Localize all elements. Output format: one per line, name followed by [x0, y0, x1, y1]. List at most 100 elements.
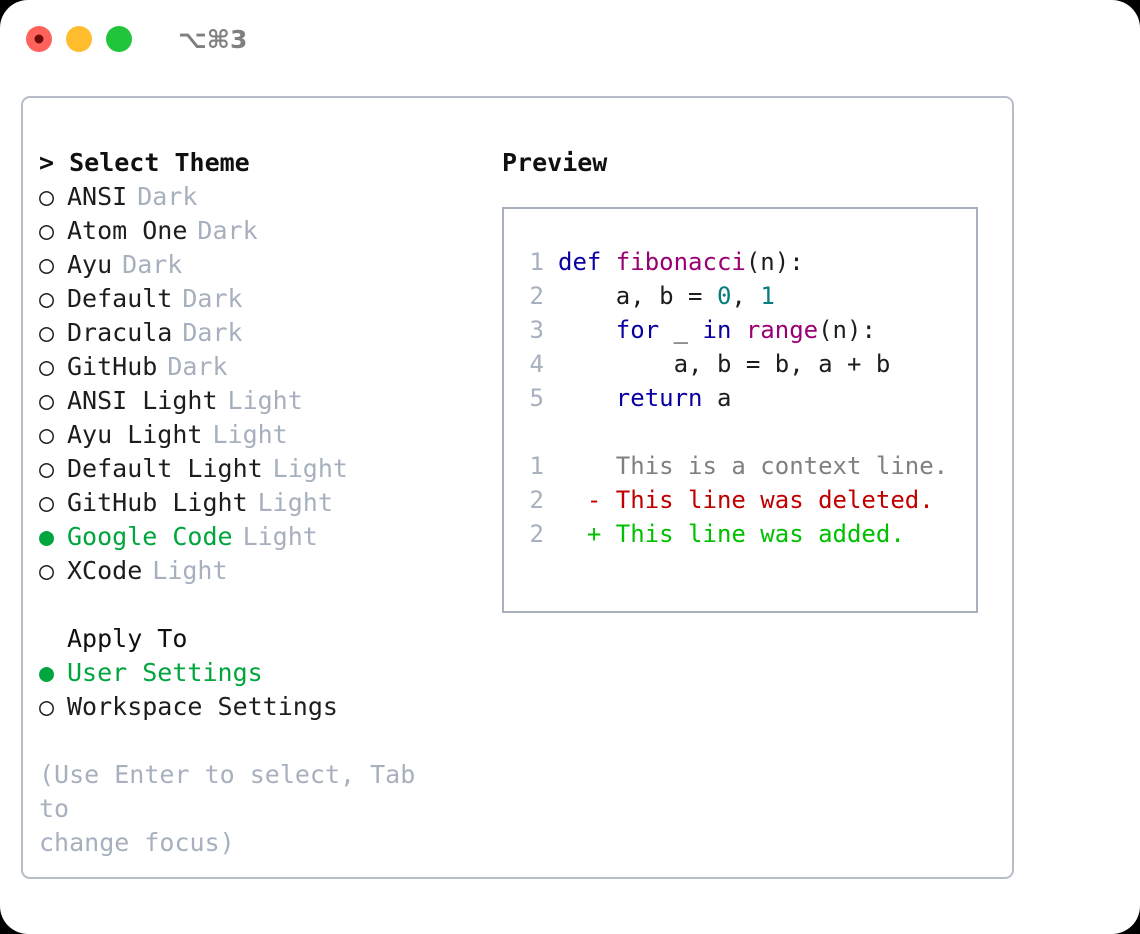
radio-unselected-icon: ○ — [39, 284, 55, 313]
code-token-pl: (n): — [745, 248, 804, 276]
radio-unselected-icon: ○ — [39, 216, 55, 245]
theme-option-category: Dark — [197, 216, 258, 245]
code-token-fn: range — [745, 316, 819, 344]
radio-unselected-icon: ○ — [39, 454, 55, 483]
theme-option-default-light[interactable]: ○ Default Light Light — [39, 452, 489, 486]
theme-option-label: GitHub — [67, 352, 158, 381]
code-line: 1 def fibonacci(n): — [504, 245, 976, 279]
apply-to-option-workspace-settings[interactable]: ○ Workspace Settings — [39, 690, 489, 724]
window-controls — [26, 26, 132, 52]
theme-option-category: Dark — [167, 352, 228, 381]
code-line-text: return a — [558, 381, 732, 415]
theme-option-label: Google Code — [67, 522, 233, 551]
code-diff-spacer — [504, 415, 976, 449]
theme-option-label: Ayu — [67, 250, 113, 279]
code-line-text: a, b = 0, 1 — [558, 279, 775, 313]
radio-unselected-icon: ○ — [39, 250, 55, 279]
radio-unselected-icon: ○ — [39, 352, 55, 381]
diff-sample: 1 This is a context line. 2 - This line w… — [504, 449, 976, 551]
theme-option-ayu[interactable]: ○ Ayu Dark — [39, 248, 489, 282]
diff-line-text: This is a context line. — [558, 452, 949, 480]
maximize-button-icon[interactable] — [106, 26, 132, 52]
theme-option-label: ANSI — [67, 182, 128, 211]
diff-line-text: - This line was deleted. — [558, 486, 934, 514]
code-token-kw: return — [615, 384, 717, 412]
radio-unselected-icon: ○ — [39, 182, 55, 211]
theme-option-category: Dark — [182, 318, 243, 347]
keyboard-hint: (Use Enter to select, Tab to change focu… — [39, 758, 449, 860]
code-token-pl: a, b = — [558, 282, 717, 310]
theme-option-category: Dark — [122, 250, 183, 279]
radio-unselected-icon: ○ — [39, 488, 55, 517]
list-spacer — [39, 588, 489, 622]
code-line-text: def fibonacci(n): — [558, 245, 804, 279]
code-line-number: 3 — [529, 316, 544, 344]
minimize-button-icon[interactable] — [66, 26, 92, 52]
code-token-kw: in — [702, 316, 746, 344]
apply-to-option-label: User Settings — [67, 658, 263, 687]
code-line: 5 return a — [504, 381, 976, 415]
theme-option-category: Light — [212, 420, 288, 449]
code-line-text: a, b = b, a + b — [558, 347, 891, 381]
code-line-number: 5 — [529, 384, 544, 412]
theme-option-label: XCode — [67, 556, 143, 585]
theme-option-xcode[interactable]: ○ XCode Light — [39, 554, 489, 588]
diff-line-deleted: 2 - This line was deleted. — [504, 483, 976, 517]
radio-selected-icon: ● — [39, 522, 55, 551]
radio-unselected-icon: ○ — [39, 420, 55, 449]
diff-line-number: 1 — [529, 452, 544, 480]
theme-option-label: ANSI Light — [67, 386, 218, 415]
code-token-pl: , — [731, 282, 761, 310]
code-line-text: for _ in range(n): — [558, 313, 876, 347]
code-token-pl: _ — [673, 316, 703, 344]
diff-line-number: 2 — [529, 520, 544, 548]
radio-selected-icon: ● — [39, 658, 55, 687]
theme-option-label: Ayu Light — [67, 420, 203, 449]
diff-line-text: + This line was added. — [558, 520, 905, 548]
code-line-number: 1 — [529, 248, 544, 276]
code-line: 3 for _ in range(n): — [504, 313, 976, 347]
close-button-icon[interactable] — [26, 26, 52, 52]
radio-unselected-icon: ○ — [39, 692, 55, 721]
theme-option-category: Light — [152, 556, 228, 585]
theme-option-label: Default Light — [67, 454, 263, 483]
code-token-kw: for — [615, 316, 674, 344]
select-theme-header: > Select Theme — [39, 148, 250, 177]
code-token-pl: a, b = b, a + b — [558, 350, 891, 378]
code-token-pl — [558, 316, 616, 344]
code-token-pl: (n): — [818, 316, 876, 344]
keyboard-hint-line-2: change focus) — [39, 828, 235, 857]
code-line: 4 a, b = b, a + b — [504, 347, 976, 381]
theme-option-label: Dracula — [67, 318, 173, 347]
radio-unselected-icon: ○ — [39, 556, 55, 585]
code-line-number: 4 — [529, 350, 544, 378]
theme-option-ansi[interactable]: ○ ANSI Dark — [39, 180, 489, 214]
theme-option-label: Default — [67, 284, 173, 313]
theme-option-ayu-light[interactable]: ○ Ayu Light Light — [39, 418, 489, 452]
code-token-num: 1 — [760, 282, 775, 310]
keyboard-hint-line-1: (Use Enter to select, Tab to — [39, 760, 416, 823]
preview-title: Preview — [502, 148, 608, 177]
code-line: 2 a, b = 0, 1 — [504, 279, 976, 313]
apply-to-option-label: Workspace Settings — [67, 692, 338, 721]
diff-line-added: 2 + This line was added. — [504, 517, 976, 551]
theme-option-github[interactable]: ○ GitHub Dark — [39, 350, 489, 384]
theme-option-category: Light — [272, 454, 348, 483]
radio-unselected-icon: ○ — [39, 386, 55, 415]
apply-to-option-user-settings[interactable]: ● User Settings — [39, 656, 489, 690]
apply-to-header: Apply To — [67, 624, 188, 653]
theme-option-category: Dark — [137, 182, 198, 211]
code-token-pl — [558, 384, 616, 412]
code-line-number: 2 — [529, 282, 544, 310]
